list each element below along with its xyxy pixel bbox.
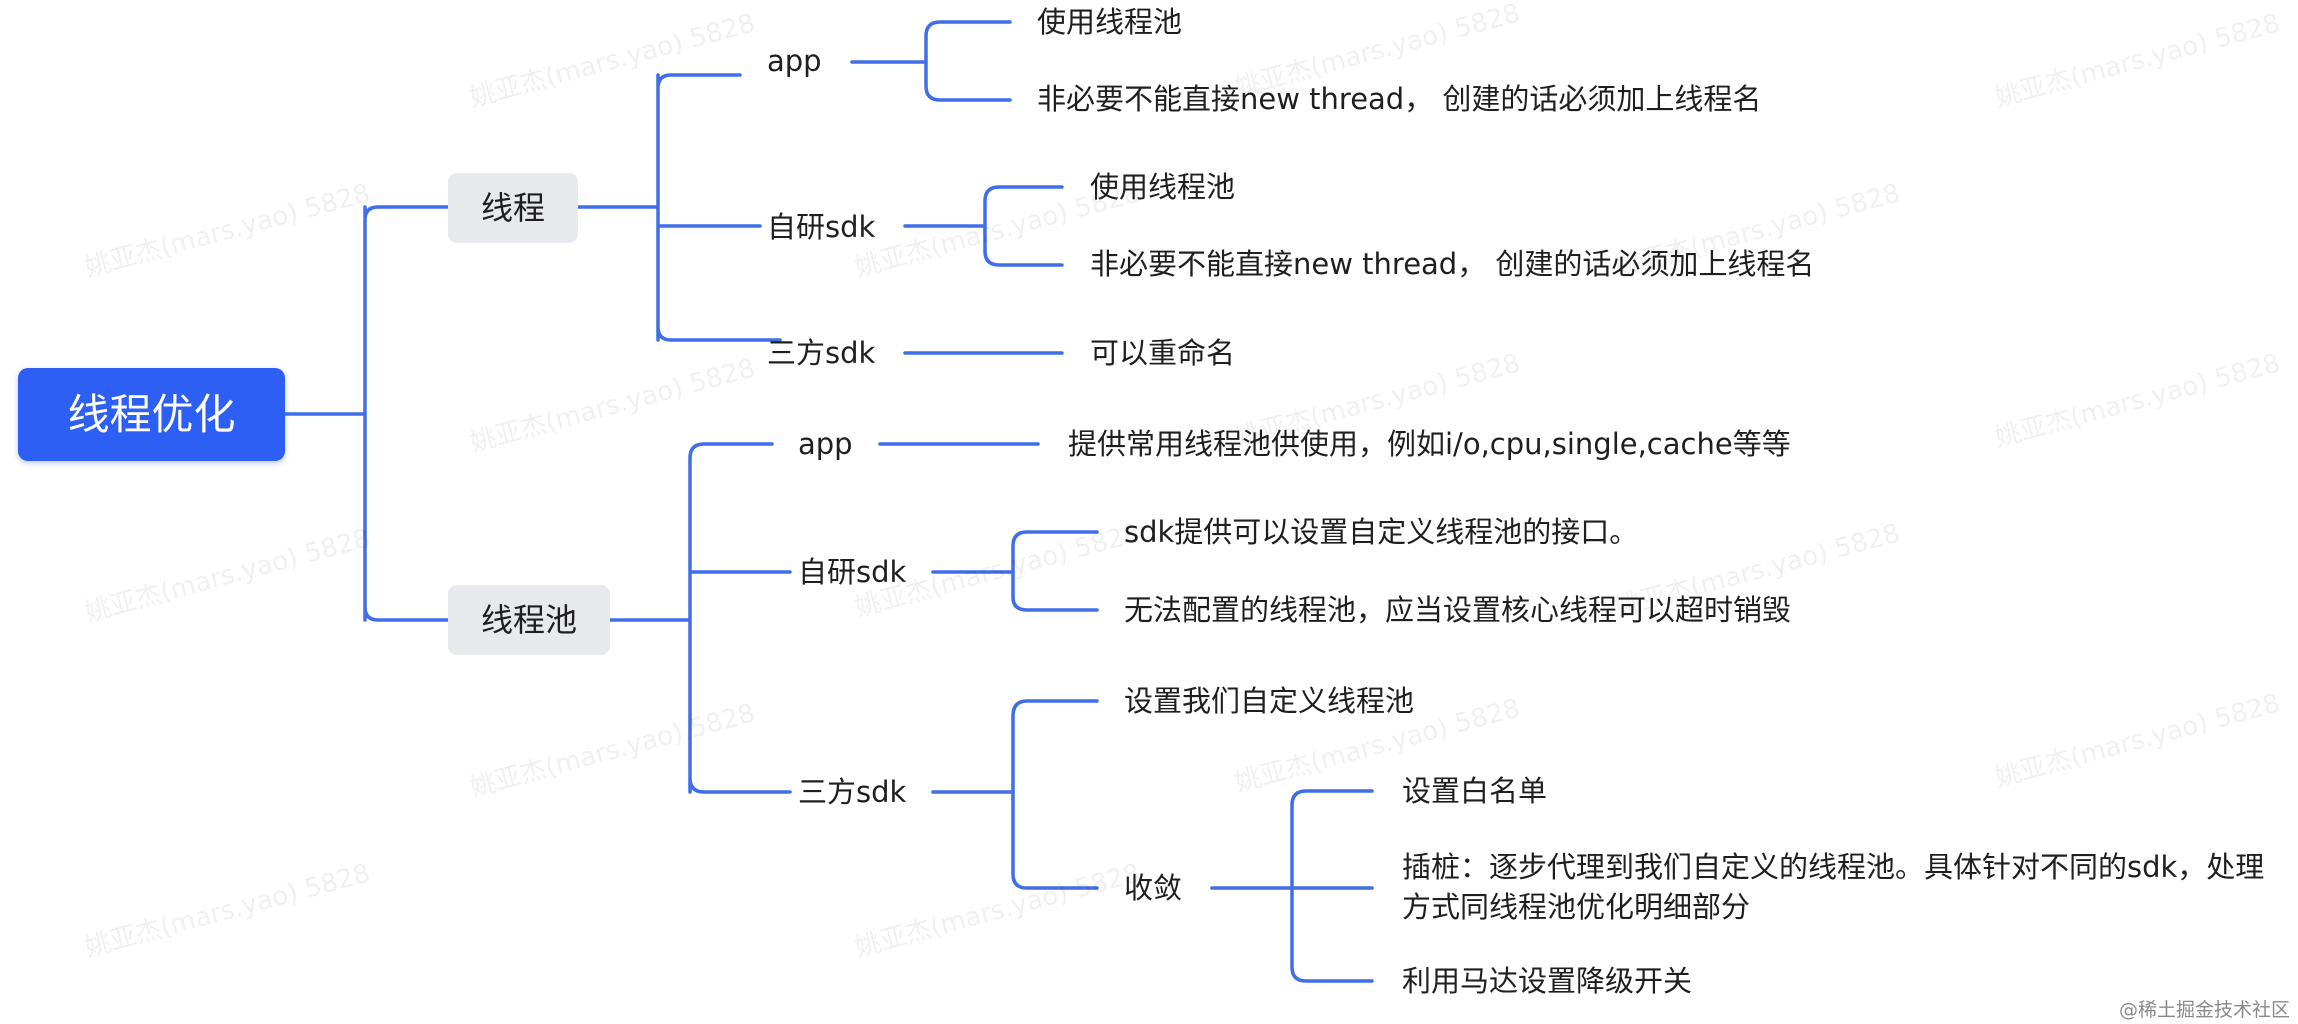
pool-thirdsdk-node[interactable]: 三方sdk: [798, 775, 907, 809]
link-thread-children: [576, 73, 782, 342]
thread-app-node[interactable]: app: [767, 44, 822, 78]
link-pool-selfsdk-leaves: [931, 530, 1099, 612]
pool-selfsdk-leaf[interactable]: sdk提供可以设置自定义线程池的接口。: [1124, 515, 1639, 549]
branch-thread-pool[interactable]: 线程池: [448, 585, 610, 655]
link-pool-children: [608, 442, 792, 794]
thread-selfsdk-node[interactable]: 自研sdk: [767, 210, 876, 244]
root-node[interactable]: 线程优化: [18, 368, 285, 461]
converge-leaf[interactable]: 利用马达设置降级开关: [1402, 964, 1693, 998]
pool-converge-node[interactable]: 收敛: [1124, 871, 1183, 905]
link-converge-leaves: [1210, 789, 1374, 983]
link-root-to-branches: [283, 205, 450, 622]
link-thread-app-leaves: [850, 20, 1012, 102]
pool-app-node[interactable]: app: [798, 427, 853, 461]
converge-leaf[interactable]: 设置白名单: [1402, 774, 1548, 808]
thread-selfsdk-leaf[interactable]: 非必要不能直接new thread， 创建的话必须加上线程名: [1090, 247, 1815, 281]
thread-app-leaf[interactable]: 非必要不能直接new thread， 创建的话必须加上线程名: [1037, 82, 1762, 116]
thread-app-leaf[interactable]: 使用线程池: [1037, 5, 1183, 39]
branch-thread[interactable]: 线程: [448, 173, 578, 243]
converge-leaf[interactable]: 插桩：逐步代理到我们自定义的线程池。具体针对不同的sdk，处理方式同线程池优化明…: [1402, 850, 2265, 924]
link-pool-thirdsdk-children: [931, 699, 1099, 890]
site-credit: @稀土掘金技术社区: [2118, 999, 2290, 1021]
thread-thirdsdk-leaf[interactable]: 可以重命名: [1090, 336, 1236, 370]
pool-thirdsdk-custom-leaf[interactable]: 设置我们自定义线程池: [1124, 684, 1415, 718]
link-thread-selfsdk-leaves: [903, 185, 1064, 267]
thread-selfsdk-leaf[interactable]: 使用线程池: [1090, 170, 1236, 204]
pool-app-leaf[interactable]: 提供常用线程池供使用，例如i/o,cpu,single,cache等等: [1068, 427, 1791, 461]
pool-selfsdk-node[interactable]: 自研sdk: [798, 555, 907, 589]
pool-selfsdk-leaf[interactable]: 无法配置的线程池，应当设置核心线程可以超时销毁: [1124, 593, 1792, 627]
thread-thirdsdk-node[interactable]: 三方sdk: [767, 336, 876, 370]
